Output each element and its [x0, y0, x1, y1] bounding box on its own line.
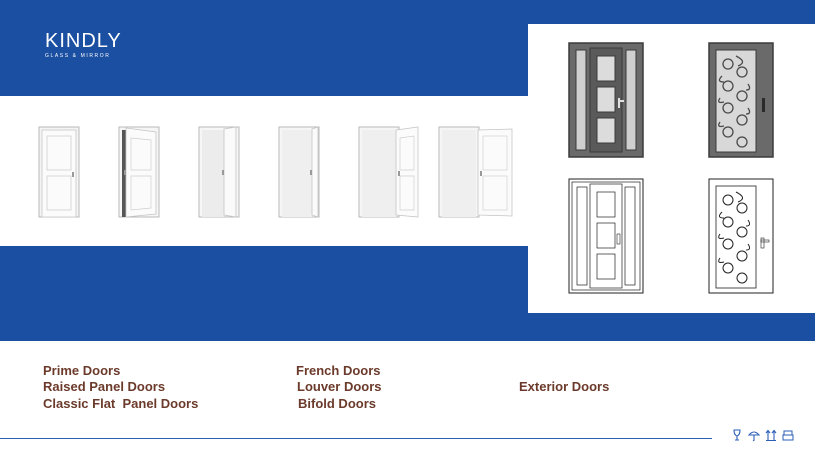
wine-glass-icon — [733, 429, 741, 441]
door-image-mostly-open — [278, 126, 320, 218]
door-design-ornamental-outline — [708, 178, 774, 294]
footer-divider — [0, 438, 712, 439]
product-french-doors: French Doors — [296, 363, 381, 378]
handling-icons — [730, 428, 796, 442]
door-image-fully-open — [438, 126, 513, 218]
product-raised-panel-doors: Raised Panel Doors — [43, 379, 166, 394]
this-way-up-icon — [765, 429, 777, 442]
door-opening-sequence — [38, 126, 518, 218]
door-design-sidelight-outline — [568, 178, 644, 294]
door-design-ornamental-gray — [708, 42, 774, 158]
door-design-sidelight-gray — [568, 42, 644, 158]
product-classic-flat-panel-doors: Classic Flat Panel Doors — [43, 396, 199, 411]
door-image-slightly-open — [118, 126, 160, 218]
door-image-closed — [38, 126, 80, 218]
product-louver-doors: Louver Doors — [297, 379, 382, 394]
exterior-door-panel — [528, 24, 815, 313]
umbrella-icon — [747, 431, 761, 442]
brand-tagline: GLASS & MIRROR — [45, 53, 111, 59]
product-exterior-doors: Exterior Doors — [519, 379, 610, 394]
stack-icon — [782, 430, 794, 441]
brand-name: KINDLY — [45, 30, 122, 52]
product-bifold-doors: Bifold Doors — [298, 396, 376, 411]
product-prime-doors: Prime Doors — [43, 363, 121, 378]
door-image-open-outward — [358, 126, 419, 218]
door-image-half-open — [198, 126, 240, 218]
brand-logo: KINDLY GLASS & MIRROR — [45, 30, 122, 59]
